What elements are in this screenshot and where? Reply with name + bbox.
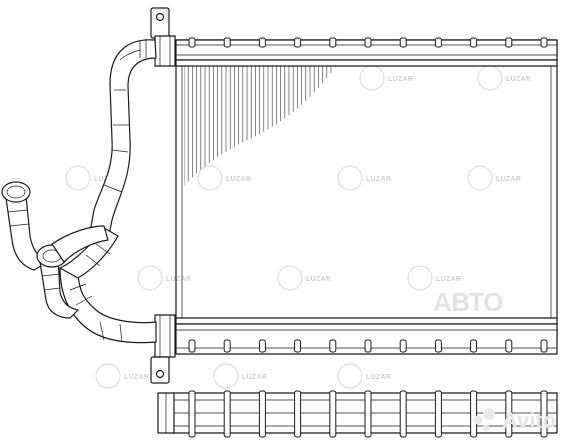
tank-tab (434, 339, 442, 353)
inlet-nozzle (1, 181, 49, 271)
tank-tab (364, 339, 372, 353)
tank-tab (399, 37, 407, 48)
tank-tab (540, 37, 548, 48)
tank-tab (294, 339, 302, 353)
watermark-emblem (197, 165, 223, 191)
corner-brand-watermark: Avito (473, 408, 556, 433)
outlet-nozzle (36, 225, 109, 319)
upper-bracket (150, 7, 176, 67)
upper-pipe (89, 39, 157, 241)
watermark-emblem (477, 65, 503, 91)
tank-tab (434, 37, 442, 48)
watermark-text: LUZAR (166, 276, 191, 283)
watermark-emblem (337, 363, 363, 389)
overlay-brand-text: АВТО (433, 287, 503, 317)
tank-tab (294, 37, 302, 48)
watermark-text: LUZAR (124, 374, 149, 381)
tank-tab (188, 390, 196, 438)
tank-tab (223, 37, 231, 48)
watermark-text: LUZAR (226, 176, 251, 183)
tank-tab (188, 339, 196, 353)
tank-tab (364, 37, 372, 48)
watermark-text: LUZAR (496, 176, 521, 183)
tank-tab (505, 390, 513, 438)
watermark-emblem (95, 363, 121, 389)
tank-tab (470, 390, 478, 438)
watermark-emblem (213, 363, 239, 389)
watermark-layer: LUZAR LUZAR LUZAR LUZAR LUZAR LUZAR LUZAR LUZAR… (65, 65, 531, 389)
watermark-emblem (277, 265, 303, 291)
tank-tab (294, 390, 302, 438)
watermark-text: LUZAR (388, 76, 413, 83)
tank-tab (540, 390, 548, 438)
tank-tab (329, 390, 337, 438)
watermark-emblem (467, 165, 493, 191)
tank-tab (399, 390, 407, 438)
tank-tab (470, 339, 478, 353)
tank-tab (223, 390, 231, 438)
tank-tab (329, 339, 337, 353)
watermark-text: LUZAR (242, 374, 267, 381)
watermark-emblem (137, 265, 163, 291)
watermark-text: LUZAR (366, 374, 391, 381)
tank-tab (399, 339, 407, 353)
tank-tab (505, 37, 513, 48)
tank-tab (258, 37, 266, 48)
tank-tab (329, 37, 337, 48)
watermark-emblem (359, 65, 385, 91)
watermark-emblem (337, 165, 363, 191)
bottom-tank (175, 317, 558, 355)
tank-tab (540, 339, 548, 353)
watermark-text: LUZAR (436, 276, 461, 283)
tank-tab (434, 390, 442, 438)
tank-tab (258, 339, 266, 353)
watermark-emblem (407, 265, 433, 291)
tank-tab (258, 390, 266, 438)
watermark-emblem (65, 165, 91, 191)
tank-tab (470, 37, 478, 48)
watermark-text: LUZAR (366, 176, 391, 183)
tank-tab (505, 339, 513, 353)
fin-hatching (184, 66, 336, 186)
watermark-text: LUZAR (506, 76, 531, 83)
tank-tab (223, 339, 231, 353)
tank-tab (364, 390, 372, 438)
corner-brand-text: Avito (502, 408, 556, 433)
tank-side-view (157, 390, 558, 438)
watermark-text: LUZAR (306, 276, 331, 283)
lower-bracket (150, 314, 176, 384)
top-tank (175, 37, 558, 67)
tank-tab (188, 37, 196, 48)
